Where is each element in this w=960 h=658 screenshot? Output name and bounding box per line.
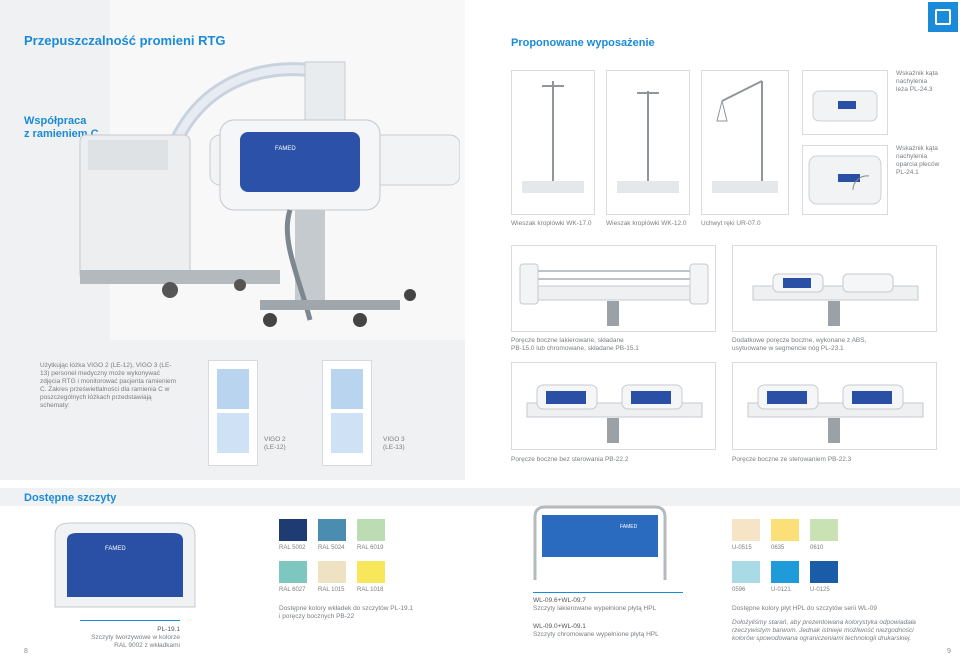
- schema-vigo2: [208, 360, 258, 466]
- schema-vigo2-code: (LE-12): [264, 444, 286, 451]
- indicator1-line3: leża PL-24.3: [896, 86, 933, 93]
- rails1-line2: PB-15.0 lub chromowane, składane PB-15.1: [511, 345, 639, 352]
- headboard-logo: FAMED: [105, 546, 126, 552]
- headboard-leader-line: [80, 620, 180, 621]
- hpl-disclaimer: Dołożyliśmy starań, aby prezentowana kol…: [732, 619, 916, 642]
- item-label-2: Wieszak kroplówki WK-12.0: [606, 220, 687, 227]
- angle-indicator-pl243-photo: [802, 70, 888, 135]
- panel1-code: WL-09.6+WL-09.7: [533, 597, 586, 604]
- color-swatch-label: RAL 1018: [357, 587, 384, 593]
- trapeze-ur07-photo: [701, 70, 789, 215]
- subtitle-line-1: Współpraca: [24, 115, 87, 127]
- page-title-right: Proponowane wyposażenie: [511, 37, 655, 49]
- color-swatch-label: 0635: [771, 545, 785, 551]
- color-swatch: [732, 561, 760, 583]
- color-swatch-label: RAL 5024: [318, 545, 345, 551]
- rails-pb15-photo: [511, 245, 716, 332]
- indicator1-line1: Wskaźnik kąta: [896, 70, 938, 77]
- hpl-colors-title: Dostępne kolory płyt HPL do szczytów ser…: [732, 605, 877, 612]
- schema-vigo3-code: (LE-13): [383, 444, 405, 451]
- page-title-left: Przepuszczalność promieni RTG: [24, 33, 226, 48]
- rails-pl231-photo: [732, 245, 937, 332]
- indicator2-line2: nachylenia: [896, 153, 928, 160]
- color-swatch: [318, 519, 346, 541]
- headboards-band: [0, 488, 960, 506]
- rails1-line1: Poręcze boczne lakierowane, składane: [511, 337, 624, 344]
- headboard-wl09-image: FAMED: [533, 505, 667, 580]
- c-arm-description: Użytkując łóżka VIGO 2 (LE-12), VIGO 3 (…: [40, 362, 177, 409]
- color-swatch-label: RAL 6019: [357, 545, 384, 551]
- brand-logo: FAMED: [275, 146, 296, 152]
- right-gray-strip: [465, 0, 960, 60]
- color-swatch: [810, 519, 838, 541]
- indicator2-caption: Wskaźnik kąta nachylenia oparcia pleców …: [896, 145, 939, 177]
- panel2-desc: Szczyty chromowane wypełnione płytą HPL: [533, 631, 659, 638]
- corner-logo: [928, 2, 958, 32]
- headboard-pl19-caption: PL-19.1 Szczyty tworzywowe w kolorze RAL…: [84, 626, 180, 650]
- c-arm-bed-illustration: FAMED: [79, 61, 460, 327]
- iv-stand-wk12-photo: [606, 70, 690, 215]
- rails2-line1: Dodatkowe poręcze boczne, wykonane z ABS…: [732, 337, 867, 344]
- insert-title-1: Dostępne kolory wkładek do szczytów PL-1…: [279, 605, 414, 612]
- rails3-caption: Poręcze boczne bez sterowania PB-22.2: [511, 456, 629, 463]
- rails1-caption: Poręcze boczne lakierowane, składane PB-…: [511, 337, 639, 353]
- page-number-left: 8: [24, 648, 28, 655]
- color-swatch-label: RAL 1015: [318, 587, 345, 593]
- panel1-desc: Szczyty lakierowane wypełnione płytą HPL: [533, 605, 657, 612]
- color-swatch: [732, 519, 760, 541]
- subtitle-line-2: z ramieniem C: [24, 128, 99, 140]
- schema-vigo3-name: VIGO 3: [383, 436, 405, 443]
- color-swatch-label: RAL 5002: [279, 545, 306, 551]
- indicator2-line3: oparcia pleców: [896, 161, 940, 168]
- insert-colors-title: Dostępne kolory wkładek do szczytów PL-1…: [279, 605, 449, 621]
- schema-vigo2-label: VIGO 2 (LE-12): [264, 436, 286, 452]
- rails2-line2: usytuowane w segmencie nóg PL-23.1: [732, 345, 844, 352]
- wl09-captions: WL-09.6+WL-09.7 Szczyty lakierowane wype…: [533, 597, 683, 639]
- color-swatch: [771, 519, 799, 541]
- iv-stand-wk17-photo: [511, 70, 595, 215]
- rails-pb223-photo: [732, 362, 937, 450]
- indicator2-line1: Wskaźnik kąta: [896, 145, 938, 152]
- panel2-code: WL-09.0+WL-09.1: [533, 623, 586, 630]
- color-swatch: [357, 561, 385, 583]
- schema-vigo2-name: VIGO 2: [264, 436, 286, 443]
- headboard-pl19-image: FAMED: [54, 522, 196, 608]
- rails4-caption: Poręcze boczne ze sterowaniem PB-22.3: [732, 456, 852, 463]
- color-swatch-label: U-0515: [732, 545, 752, 551]
- wl09-logo: FAMED: [620, 524, 638, 530]
- indicator2-line4: PL-24.1: [896, 169, 919, 176]
- angle-indicator-pl241-photo: [802, 145, 888, 215]
- wl09-leader-line: [533, 592, 683, 593]
- color-swatch-label: 0596: [732, 587, 746, 593]
- indicator1-caption: Wskaźnik kąta nachylenia leża PL-24.3: [896, 70, 938, 94]
- section-subtitle: Współpraca z ramieniem C: [24, 115, 99, 141]
- color-swatch-label: RAL 6027: [279, 587, 306, 593]
- rails-pb222-photo: [511, 362, 716, 450]
- insert-title-2: i poręczy bocznych PB-22: [279, 613, 355, 620]
- item-label-3: Uchwyt ręki UR-07.0: [701, 220, 761, 227]
- indicator1-line2: nachylenia: [896, 78, 928, 85]
- color-swatch-label: U-0125: [810, 587, 830, 593]
- color-swatch-label: 0610: [810, 545, 824, 551]
- color-swatch-label: U-0121: [771, 587, 791, 593]
- rails2-caption: Dodatkowe poręcze boczne, wykonane z ABS…: [732, 337, 866, 353]
- schema-vigo3: [322, 360, 372, 466]
- color-swatch: [279, 519, 307, 541]
- color-swatch: [318, 561, 346, 583]
- headboard-desc-2: RAL 9002 z wkładkami: [114, 642, 180, 649]
- color-swatch: [771, 561, 799, 583]
- color-swatch: [357, 519, 385, 541]
- color-swatch: [279, 561, 307, 583]
- headboard-desc-1: Szczyty tworzywowe w kolorze: [91, 634, 180, 641]
- headboards-title: Dostępne szczyty: [24, 492, 117, 504]
- schema-vigo3-label: VIGO 3 (LE-13): [383, 436, 405, 452]
- page-number-right: 9: [947, 648, 951, 655]
- headboard-code: PL-19.1: [157, 626, 180, 633]
- color-swatch: [810, 561, 838, 583]
- item-label-1: Wieszak kroplówki WK-17.0: [511, 220, 592, 227]
